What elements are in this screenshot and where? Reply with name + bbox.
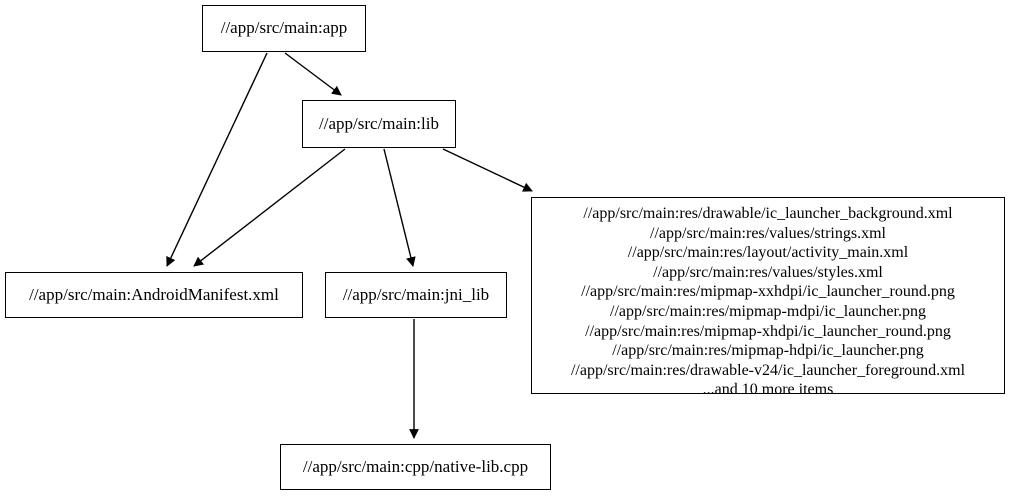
node-jni-lib-label: //app/src/main:jni_lib — [342, 284, 490, 304]
resource-line: //app/src/main:res/mipmap-hdpi/ic_launch… — [612, 342, 924, 360]
node-lib[interactable]: //app/src/main:lib — [302, 100, 456, 148]
edge-lib-to-manifest — [193, 148, 346, 267]
edge-lib-to-resources — [442, 148, 533, 192]
node-native-lib-cpp[interactable]: //app/src/main:cpp/native-lib.cpp — [280, 444, 551, 490]
node-android-manifest[interactable]: //app/src/main:AndroidManifest.xml — [5, 272, 303, 318]
resource-line: //app/src/main:res/values/styles.xml — [653, 263, 883, 281]
resource-line: //app/src/main:res/values/strings.xml — [650, 224, 886, 242]
node-jni-lib[interactable]: //app/src/main:jni_lib — [325, 272, 507, 318]
edge-app-to-manifest — [166, 52, 268, 267]
resource-line: ...and 10 more items — [702, 381, 834, 399]
node-android-manifest-label: //app/src/main:AndroidManifest.xml — [29, 284, 279, 304]
edge-lib-to-jni-lib — [383, 148, 416, 267]
edge-app-to-lib — [284, 52, 342, 96]
resource-line: //app/src/main:res/mipmap-xhdpi/ic_launc… — [585, 322, 951, 340]
node-resources-list[interactable]: //app/src/main:res/drawable/ic_launcher_… — [531, 197, 1005, 398]
resource-line: //app/src/main:res/mipmap-mdpi/ic_launch… — [610, 302, 926, 320]
resource-line: //app/src/main:res/layout/activity_main.… — [627, 244, 909, 262]
resource-line: //app/src/main:res/mipmap-xxhdpi/ic_laun… — [581, 283, 955, 301]
resource-line: //app/src/main:res/drawable/ic_launcher_… — [583, 205, 953, 222]
node-lib-label: //app/src/main:lib — [319, 113, 439, 133]
node-native-lib-cpp-label: //app/src/main:cpp/native-lib.cpp — [302, 456, 529, 476]
node-app-label: //app/src/main:app — [220, 18, 348, 38]
node-app[interactable]: //app/src/main:app — [202, 5, 366, 52]
resource-line: //app/src/main:res/drawable-v24/ic_launc… — [570, 361, 966, 379]
